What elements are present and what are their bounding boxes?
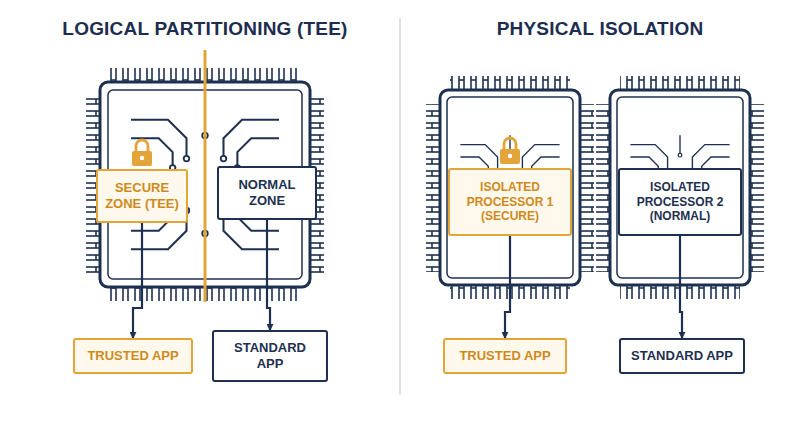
section-heading: LOGICAL PARTITIONING (TEE) — [62, 18, 347, 40]
lock-icon — [132, 140, 152, 166]
section-divider — [399, 18, 401, 395]
normal-zone-box: NORMAL ZONE — [217, 166, 317, 219]
processor-box: ISOLATED PROCESSOR 2 (NORMAL) — [618, 168, 742, 235]
app-box: TRUSTED APP — [443, 338, 567, 374]
processor-box: ISOLATED PROCESSOR 1 (SECURE) — [448, 168, 572, 235]
box-text: NORMAL ZONE — [224, 177, 310, 208]
box-text: SECURE ZONE (TEE) — [103, 180, 181, 211]
box-text: TRUSTED APP — [459, 348, 550, 364]
app-box: STANDARD APP — [212, 330, 328, 381]
box-text: TRUSTED APP — [87, 348, 178, 364]
section-heading: PHYSICAL ISOLATION — [497, 18, 704, 40]
secure-zone-box: SECURE ZONE (TEE) — [96, 169, 188, 222]
partition-line — [204, 50, 207, 302]
arrow-connector — [680, 236, 682, 339]
box-text: STANDARD APP — [631, 348, 733, 364]
lock-icon — [500, 138, 520, 164]
app-box: TRUSTED APP — [73, 338, 193, 374]
box-text: STANDARD APP — [220, 340, 320, 371]
app-box: STANDARD APP — [619, 338, 745, 374]
box-text: ISOLATED PROCESSOR 1 (SECURE) — [455, 180, 565, 223]
arrow-connector — [133, 223, 142, 339]
box-text: ISOLATED PROCESSOR 2 (NORMAL) — [625, 180, 735, 223]
arrow-connector — [505, 236, 510, 339]
arrow-connector — [267, 220, 270, 331]
